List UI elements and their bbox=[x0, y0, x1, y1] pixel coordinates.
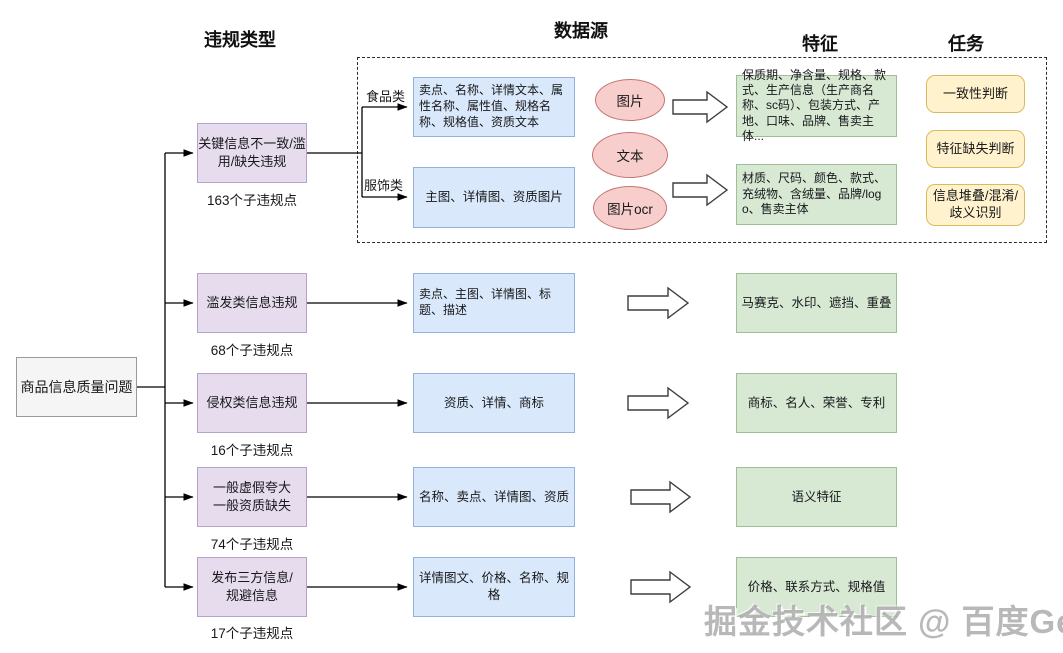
task-node-missing-feature: 特征缺失判断 bbox=[926, 130, 1025, 168]
column-header-feature: 特征 bbox=[802, 34, 838, 54]
data-source-node-infringement: 资质、详情、商标 bbox=[413, 373, 575, 433]
watermark: 掘金技术社区 @ 百度Geek说 bbox=[704, 603, 1063, 640]
root-node: 商品信息质量问题 bbox=[16, 357, 137, 417]
task-node-stacking-confusion: 信息堆叠/混淆/歧义识别 bbox=[926, 184, 1025, 226]
modality-oval-text: 文本 bbox=[592, 132, 668, 178]
data-source-node-third-party: 详情图文、价格、名称、规格 bbox=[413, 557, 575, 617]
feature-node-infringement: 商标、名人、荣誉、专利 bbox=[736, 373, 897, 433]
feature-node-spam: 马赛克、水印、遮挡、重叠 bbox=[736, 273, 897, 333]
data-source-node-clothing-images: 主图、详情图、资质图片 bbox=[413, 167, 575, 228]
feature-node-food: 保质期、净含量、规格、款式、生产信息（生产商名称、sc码）、包装方式、产地、口味… bbox=[736, 68, 897, 143]
data-source-node-spam: 卖点、主图、详情图、标题、描述 bbox=[413, 273, 575, 333]
violation-count-spam: 68个子违规点 bbox=[210, 343, 294, 358]
data-source-node-food-text: 卖点、名称、详情文本、属性名称、属性值、规格名称、规格值、资质文本 bbox=[413, 77, 575, 137]
block-arrow-row5 bbox=[630, 570, 692, 604]
column-header-task: 任务 bbox=[948, 34, 984, 54]
modality-oval-image: 图片 bbox=[595, 79, 665, 121]
feature-node-clothing: 材质、尺码、颜色、款式、充绒物、含绒量、品牌/logo、售卖主体 bbox=[736, 164, 897, 225]
block-arrow-row2 bbox=[627, 286, 690, 320]
violation-count-exaggeration: 74个子违规点 bbox=[210, 537, 294, 552]
data-pipeline-dashed-container bbox=[357, 57, 1047, 243]
violation-count-third-party: 17个子违规点 bbox=[210, 626, 294, 641]
category-label-clothing: 服饰类 bbox=[364, 178, 404, 193]
data-source-node-exaggeration: 名称、卖点、详情图、资质 bbox=[413, 467, 575, 527]
violation-node-spam: 滥发类信息违规 bbox=[197, 273, 307, 333]
task-node-consistency: 一致性判断 bbox=[926, 75, 1025, 113]
violation-count-infringement: 16个子违规点 bbox=[210, 443, 294, 458]
feature-node-semantic: 语义特征 bbox=[736, 467, 897, 527]
violation-count-key-info: 163个子违规点 bbox=[206, 193, 298, 208]
block-arrow-row4 bbox=[630, 480, 692, 514]
modality-oval-image-ocr: 图片ocr bbox=[593, 186, 667, 230]
block-arrow-row3 bbox=[627, 386, 690, 420]
column-header-violation-type: 违规类型 bbox=[204, 30, 276, 50]
feature-node-third-party: 价格、联系方式、规格值 bbox=[736, 557, 897, 617]
category-label-food: 食品类 bbox=[366, 89, 406, 104]
violation-node-third-party: 发布三方信息/ 规避信息 bbox=[197, 557, 307, 617]
violation-node-exaggeration: 一般虚假夸大 一般资质缺失 bbox=[197, 467, 307, 527]
violation-node-key-info: 关键信息不一致/滥用/缺失违规 bbox=[197, 123, 307, 183]
violation-node-infringement: 侵权类信息违规 bbox=[197, 373, 307, 433]
column-header-data-source: 数据源 bbox=[554, 21, 608, 41]
